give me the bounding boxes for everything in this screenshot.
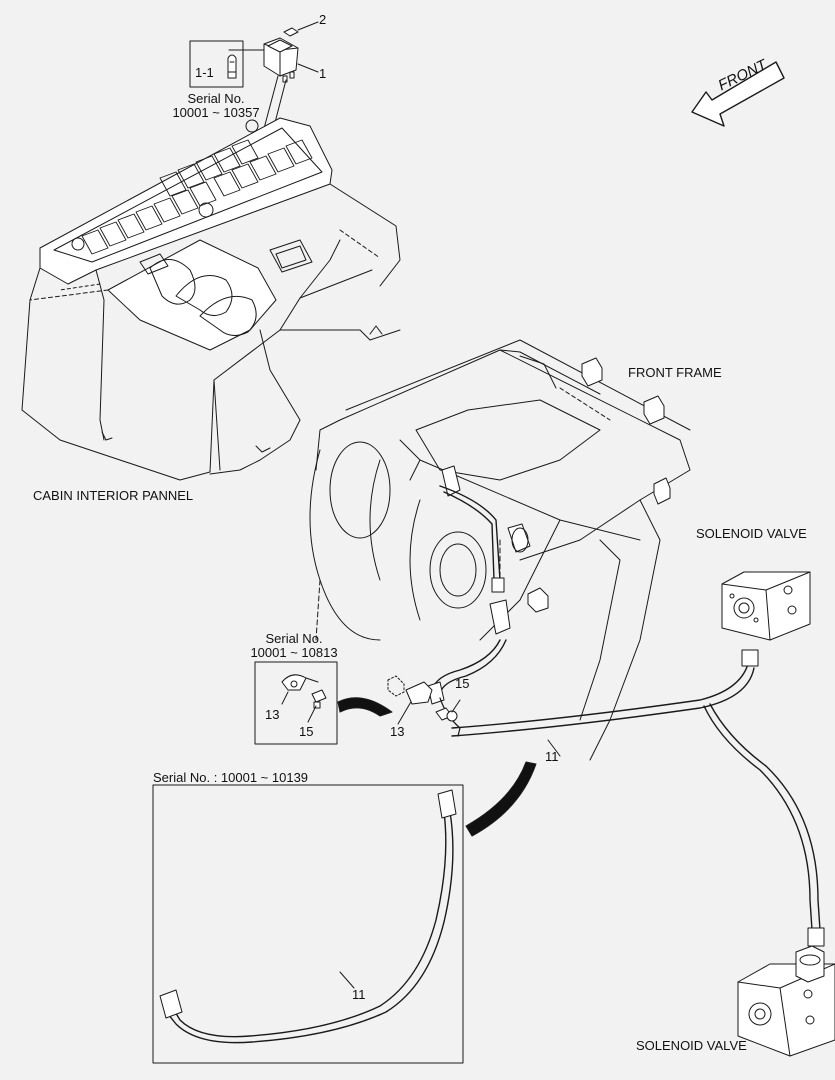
front-frame [309, 339, 691, 761]
label-front-frame: FRONT FRAME [628, 365, 722, 380]
part-number-13-inset: 13 [265, 707, 280, 722]
inset-pointer-arrow-2 [465, 761, 537, 837]
bracket-icon [281, 674, 319, 691]
bracket-main [405, 681, 433, 705]
part-number-1-1: 1-1 [195, 65, 214, 80]
serial-mid-range: 10001 ~ 10813 [250, 645, 338, 660]
bulb-icon [227, 54, 237, 79]
serial-top-range: 10001 ~ 10357 [172, 105, 260, 120]
part-number-15-main: 15 [455, 676, 470, 691]
part-number-13-main: 13 [390, 724, 405, 739]
cabin-interior-panel [21, 117, 401, 481]
inset-pointer-arrow [337, 697, 393, 717]
serial-top-title: Serial No. [187, 91, 245, 106]
part-number-15-inset: 15 [299, 724, 314, 739]
part-number-1: 1 [319, 66, 327, 81]
label-solenoid-valve-top: SOLENOID VALVE [696, 526, 807, 541]
bolt-icon [311, 689, 327, 709]
part-number-11-inset: 11 [352, 987, 366, 1002]
serial-mid-title: Serial No. [265, 631, 323, 646]
bracket-inset-box [254, 661, 338, 745]
lens-cap-icon [283, 27, 299, 37]
harness-inset-box [152, 784, 464, 1064]
label-cabin-interior: CABIN INTERIOR PANNEL [33, 488, 194, 503]
serial-bottom: Serial No. : 10001 ~ 10139 [153, 770, 309, 785]
solenoid-valve-bottom [737, 945, 835, 1057]
part-number-11-main: 11 [545, 749, 559, 764]
front-arrow-icon [691, 61, 785, 127]
label-solenoid-valve-bottom: SOLENOID VALVE [636, 1038, 747, 1053]
rocker-switch-icon [263, 37, 299, 83]
bulb-inset-box [189, 40, 244, 88]
part-number-2: 2 [319, 12, 327, 27]
wiring-harness-main [397, 485, 825, 947]
wiring-harness-inset [159, 789, 457, 1044]
solenoid-valve-top [721, 571, 811, 641]
